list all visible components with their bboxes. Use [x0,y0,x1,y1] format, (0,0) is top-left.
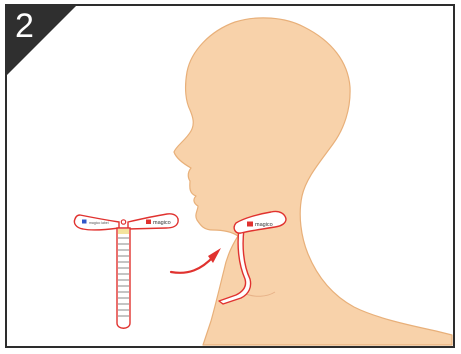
flat-measuring-tape: magico label magico [74,214,178,328]
neck-tag-logo-mark [247,222,253,227]
neck-tag-text: magico [255,222,273,228]
flat-tape-logo-mark [146,220,151,225]
flat-tape-start-marker [118,229,129,234]
arrow-shaft [171,256,214,273]
head-silhouette [174,18,452,345]
flat-tape-stem [117,228,130,328]
flat-tape-left-text: magico label [89,221,109,225]
blue-logo-mark [82,220,87,224]
flat-tape-center [121,220,125,224]
step-number: 2 [15,9,34,43]
flat-tape-right-text: magico [153,220,171,226]
